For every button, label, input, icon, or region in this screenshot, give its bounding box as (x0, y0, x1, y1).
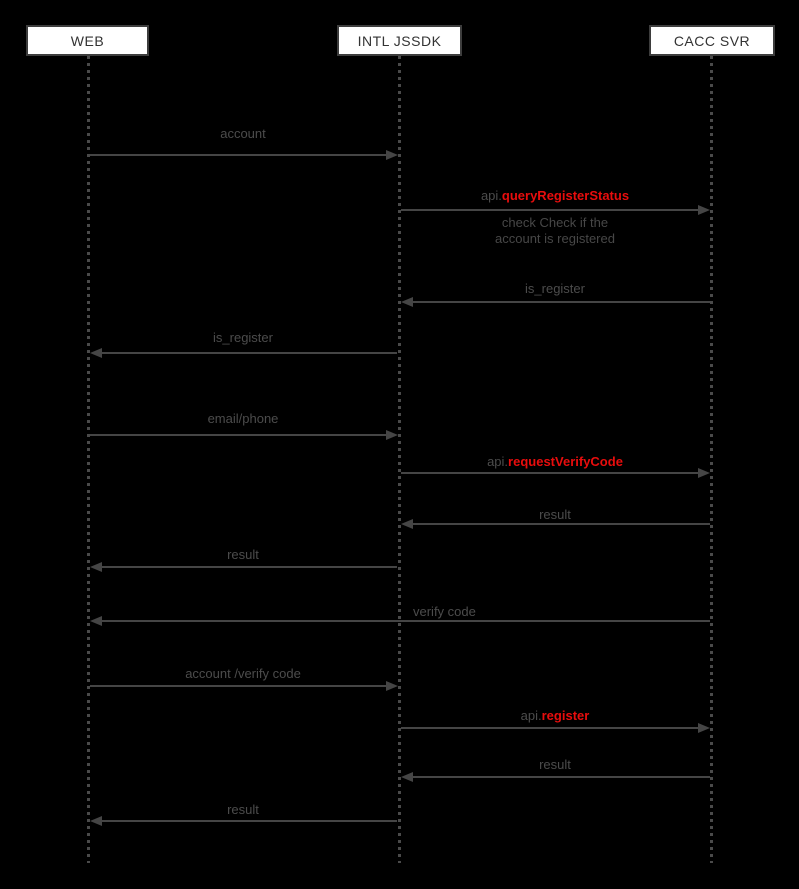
message-line (413, 776, 710, 778)
message-label-result: result (227, 802, 259, 817)
arrowhead-right-icon (698, 205, 710, 215)
arrowhead-right-icon (698, 468, 710, 478)
api-prefix: api. (520, 708, 542, 723)
lifeline-cacc-svr (710, 56, 713, 863)
actor-label-web: WEB (70, 32, 105, 49)
actor-box-intl-jssdk: INTL JSSDK (337, 25, 462, 56)
message-line (90, 434, 386, 436)
message-note: check Check if the account is registered (401, 215, 709, 247)
arrowhead-right-icon (386, 681, 398, 691)
message-label-result: result (539, 507, 571, 522)
actor-label-cacc-svr: CACC SVR (673, 32, 751, 49)
message-line (413, 523, 710, 525)
message-note-line1: check Check if the (501, 215, 609, 230)
message-line (102, 820, 397, 822)
arrowhead-left-icon (90, 348, 102, 358)
message-line (401, 472, 698, 474)
message-label-result: result (539, 757, 571, 772)
actor-label-intl-jssdk: INTL JSSDK (357, 32, 442, 49)
message-line (90, 685, 386, 687)
arrowhead-left-icon (401, 297, 413, 307)
message-line (413, 301, 710, 303)
message-note-line2: account is registered (495, 231, 615, 246)
message-label-is-register: is_register (525, 281, 585, 296)
arrowhead-right-icon (698, 723, 710, 733)
api-name: register (541, 708, 590, 723)
message-line (401, 209, 698, 211)
message-line (102, 352, 397, 354)
arrowhead-left-icon (90, 816, 102, 826)
message-label-account-verify-code: account /verify code (185, 666, 301, 681)
actor-box-cacc-svr: CACC SVR (649, 25, 775, 56)
arrowhead-left-icon (90, 562, 102, 572)
api-prefix: api. (487, 454, 509, 469)
message-line (102, 566, 397, 568)
arrowhead-right-icon (386, 150, 398, 160)
lifeline-intl-jssdk (398, 56, 401, 863)
message-label-result: result (227, 547, 259, 562)
message-line (102, 620, 710, 622)
message-line (90, 154, 386, 156)
message-label-verify-code: verify code (413, 604, 476, 619)
message-label-email-phone: email/phone (207, 411, 279, 426)
arrowhead-left-icon (401, 519, 413, 529)
message-label-account: account (220, 126, 266, 141)
message-label-register: api.register (401, 708, 709, 724)
message-label-request-verify-code: api.requestVerifyCode (401, 454, 709, 470)
message-label-is-register: is_register (213, 330, 273, 345)
api-name: requestVerifyCode (508, 454, 623, 469)
lifeline-web (87, 56, 90, 863)
message-line (401, 727, 698, 729)
arrowhead-left-icon (90, 616, 102, 626)
api-name: queryRegisterStatus (501, 188, 630, 203)
arrowhead-left-icon (401, 772, 413, 782)
api-prefix: api. (480, 188, 502, 203)
message-label-query-register-status: api.queryRegisterStatus (401, 188, 709, 204)
actor-box-web: WEB (26, 25, 149, 56)
arrowhead-right-icon (386, 430, 398, 440)
